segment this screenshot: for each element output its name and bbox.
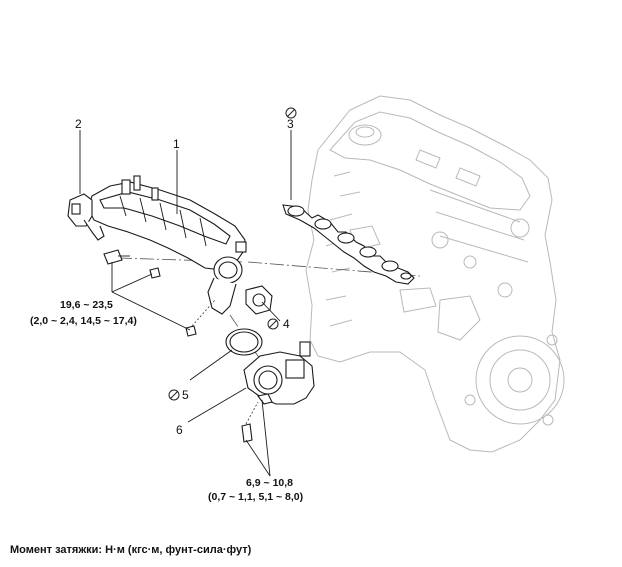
torque-units-caption: Момент затяжки: Н·м (кгс·м, фунт-сила·фу… [10,544,252,556]
leader-lines [79,130,292,477]
torque-spec-throttle: 6,9 ~ 10,8 (0,7 ~ 1,1, 5,1 ~ 8,0) [208,477,303,503]
part-6-throttle-body [241,341,315,443]
engine-block-outline [305,95,565,453]
part-5-o-ring [225,328,263,356]
part-3-intake-manifold-gasket [282,204,415,285]
torque-manifold-line1: 19,6 ~ 23,5 [60,299,113,311]
do-not-reuse-icon-part-5 [168,389,180,401]
torque-throttle-line1: 6,9 ~ 10,8 [246,477,293,489]
label-part-2: 2 [75,117,82,131]
label-part-5: 5 [182,388,189,402]
torque-manifold-line2: (2,0 ~ 2,4, 14,5 ~ 17,4) [30,315,137,327]
torque-throttle-line2: (0,7 ~ 1,1, 5,1 ~ 8,0) [208,491,303,503]
part-number-labels: 2 1 3 4 5 6 [75,117,294,437]
part-2-sensor-connector [67,193,105,241]
label-part-3: 3 [287,117,294,131]
label-part-6: 6 [176,423,183,437]
torque-spec-manifold: 19,6 ~ 23,5 (2,0 ~ 2,4, 14,5 ~ 17,4) [30,299,137,327]
do-not-reuse-icon [168,107,297,401]
part-1-intake-manifold [87,175,247,315]
do-not-reuse-icon-part-4 [267,318,279,330]
part-4-throttle-gasket [245,285,273,315]
manifold-bolts [103,249,216,337]
do-not-reuse-icon-part-3 [285,107,297,119]
label-part-4: 4 [283,317,290,331]
label-part-1: 1 [173,137,180,151]
